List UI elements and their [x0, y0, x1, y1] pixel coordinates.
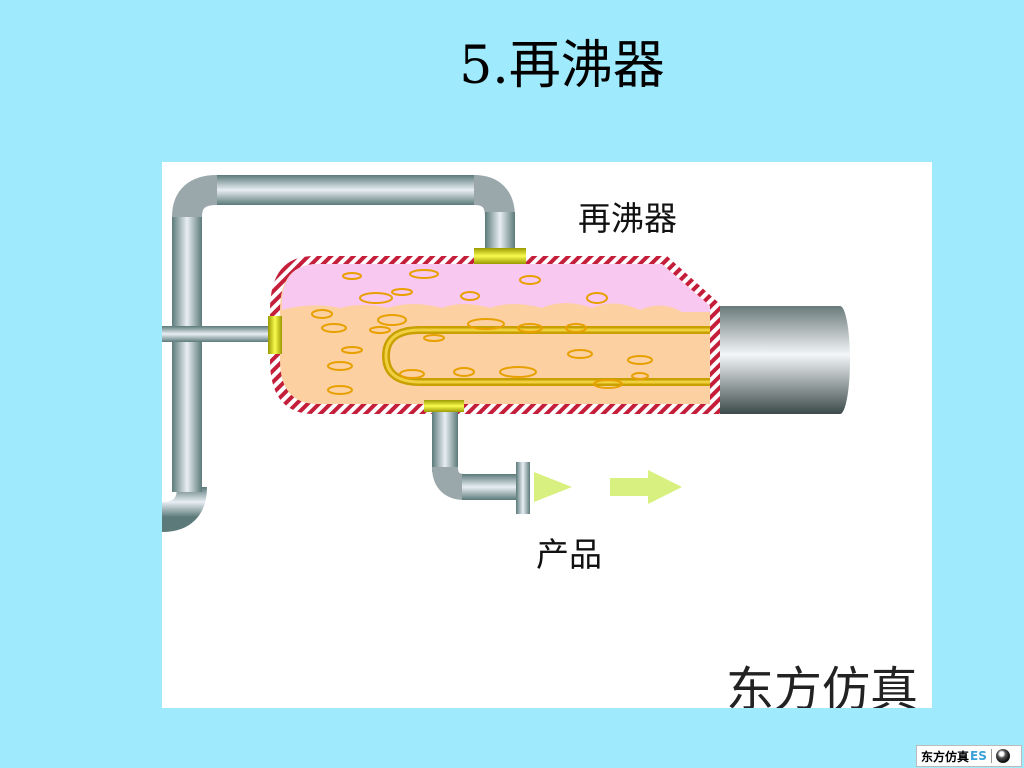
vapor-return-pipe [162, 175, 515, 532]
boiling-bubbles [311, 269, 653, 395]
footer-logo: 东方仿真 ES [916, 745, 1022, 767]
feed-nozzle [268, 316, 282, 354]
product-label: 产品 [536, 535, 602, 574]
channel-head [710, 306, 850, 414]
brand-watermark: 东方仿真 [726, 662, 919, 708]
outlet-flange [516, 462, 530, 514]
reboiler-diagram: 再沸器 产品 东方仿真 [162, 162, 932, 708]
logo-text: 东方仿真 [921, 749, 970, 764]
reboiler-label: 再沸器 [578, 199, 677, 238]
top-nozzle [474, 248, 526, 264]
feed-pipe [162, 326, 272, 342]
logo-suffix: ES [970, 749, 987, 763]
product-flow-arrows [534, 470, 682, 504]
logo-ball-icon [995, 749, 1010, 763]
u-tube-bundle [381, 326, 710, 386]
logo-divider [990, 749, 992, 763]
slide-title: 5.再沸器 [459, 36, 665, 96]
product-outlet-pipe [432, 412, 530, 514]
bottom-nozzle [424, 400, 464, 412]
reboiler-drawing [162, 175, 850, 532]
